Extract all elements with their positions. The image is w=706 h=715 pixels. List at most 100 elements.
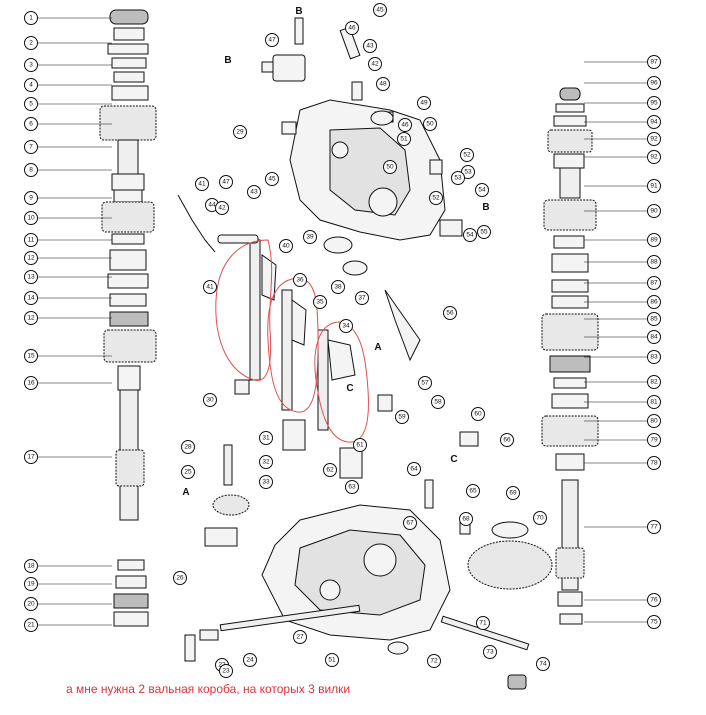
callout-left-8-label: 8 xyxy=(29,167,33,174)
callout-center-46: 23 xyxy=(219,664,233,678)
callout-center-38: 41 xyxy=(203,280,217,294)
callout-center-26-label: 68 xyxy=(462,516,470,523)
callout-left-16: 15 xyxy=(24,349,38,363)
callout-left-6: 6 xyxy=(24,117,38,131)
callout-left-9: 9 xyxy=(24,191,38,205)
section-letter-b-left: B xyxy=(224,55,231,66)
callout-right-5-label: 92 xyxy=(650,136,658,143)
callout-left-10: 10 xyxy=(24,211,38,225)
red-outline-fork-1 xyxy=(215,239,273,381)
callout-center-62: 52 xyxy=(429,191,443,205)
callout-right-18-label: 80 xyxy=(650,418,658,425)
callout-left-18-label: 17 xyxy=(27,454,35,461)
callout-center-39-label: 30 xyxy=(206,397,214,404)
callout-bubbles: 1234567891011121314121516171819202197969… xyxy=(24,3,661,678)
callout-right-23: 75 xyxy=(647,615,661,629)
callout-left-11: 11 xyxy=(24,233,38,247)
callout-left-17: 16 xyxy=(24,376,38,390)
callout-right-16-label: 82 xyxy=(650,379,658,386)
callout-center-32: 74 xyxy=(536,657,550,671)
callout-center-15: 57 xyxy=(418,376,432,390)
callout-center-64-label: 54 xyxy=(466,232,474,239)
callout-center-11: 53 xyxy=(461,165,475,179)
red-outline-fork-2 xyxy=(267,277,319,413)
callout-right-5: 92 xyxy=(647,132,661,146)
callout-center-41: 32 xyxy=(259,455,273,469)
callout-left-12-label: 12 xyxy=(27,255,35,262)
callout-center-25-label: 67 xyxy=(406,520,414,527)
callout-left-6-label: 6 xyxy=(29,121,33,128)
annotation-note: а мне нужна 2 вальная короба, на которых… xyxy=(66,682,351,696)
callout-center-23: 65 xyxy=(466,484,480,498)
callout-center-40-label: 31 xyxy=(262,435,270,442)
callout-center-33-label: 36 xyxy=(296,277,304,284)
callout-center-20-label: 62 xyxy=(326,467,334,474)
callout-right-16: 82 xyxy=(647,375,661,389)
callout-right-20-label: 78 xyxy=(650,460,658,467)
callout-right-9: 89 xyxy=(647,233,661,247)
callout-center-23-label: 65 xyxy=(469,488,477,495)
callout-center-58-label: 45 xyxy=(268,176,276,183)
callout-center-41-label: 32 xyxy=(262,459,270,466)
callout-center-56-label: 42 xyxy=(218,205,226,212)
callout-left-7-label: 7 xyxy=(29,144,33,151)
callout-center-44-label: 35 xyxy=(316,299,324,306)
callout-center-15-label: 57 xyxy=(421,380,429,387)
callout-center-51-label: 28 xyxy=(184,444,192,451)
callout-right-7-label: 91 xyxy=(650,183,658,190)
callout-left-19: 18 xyxy=(24,559,38,573)
callout-center-58: 45 xyxy=(265,172,279,186)
callout-center-60-label: 50 xyxy=(386,164,394,171)
callout-center-61: 51 xyxy=(325,653,339,667)
callout-center-11-label: 53 xyxy=(464,169,472,176)
callout-center-47: 24 xyxy=(243,653,257,667)
callout-left-22-label: 21 xyxy=(27,622,35,629)
callout-center-59: 46 xyxy=(398,118,412,132)
callout-right-14-label: 84 xyxy=(650,334,658,341)
callout-center-38-label: 41 xyxy=(206,284,214,291)
callout-left-13-label: 13 xyxy=(27,274,35,281)
callout-center-16-label: 58 xyxy=(434,399,442,406)
callout-center-40: 31 xyxy=(259,431,273,445)
callout-right-19-label: 79 xyxy=(650,437,658,444)
callout-center-9-label: 51 xyxy=(400,136,408,143)
callout-right-10-label: 88 xyxy=(650,259,658,266)
callout-left-13: 13 xyxy=(24,270,38,284)
callout-center-12: 54 xyxy=(475,183,489,197)
callout-center-6: 48 xyxy=(376,77,390,91)
callout-right-18: 80 xyxy=(647,414,661,428)
callout-center-4: 43 xyxy=(363,39,377,53)
callout-center-17-label: 59 xyxy=(398,414,406,421)
callout-center-59-label: 46 xyxy=(401,122,409,129)
callout-center-63-label: 53 xyxy=(454,175,462,182)
callout-right-10: 88 xyxy=(647,255,661,269)
callout-center-57-label: 43 xyxy=(250,189,258,196)
callout-right-11: 87 xyxy=(647,276,661,290)
section-letter-c-right: C xyxy=(450,454,457,465)
callout-center-27-label: 69 xyxy=(509,490,517,497)
callout-center-12-label: 54 xyxy=(478,187,486,194)
callout-center-8-label: 50 xyxy=(426,121,434,128)
callout-center-25: 67 xyxy=(403,516,417,530)
callout-right-7: 91 xyxy=(647,179,661,193)
callout-left-9-label: 9 xyxy=(29,195,33,202)
callout-center-55-label: 41 xyxy=(198,181,206,188)
callout-center-8: 50 xyxy=(423,117,437,131)
callout-left-4-label: 4 xyxy=(29,82,33,89)
callout-left-5: 5 xyxy=(24,97,38,111)
callout-left-17-label: 16 xyxy=(27,380,35,387)
callout-center-7: 49 xyxy=(417,96,431,110)
callout-center-35-label: 38 xyxy=(334,284,342,291)
callout-right-23-label: 75 xyxy=(650,619,658,626)
callout-center-10: 52 xyxy=(460,148,474,162)
callout-center-46-label: 23 xyxy=(222,668,230,675)
shift-rods xyxy=(249,239,363,479)
callout-right-8-label: 90 xyxy=(650,208,658,215)
callout-right-3: 95 xyxy=(647,96,661,110)
callout-center-33: 36 xyxy=(293,273,307,287)
callout-center-50-label: 27 xyxy=(296,634,304,641)
callout-center-13: 55 xyxy=(477,225,491,239)
callout-center-39: 30 xyxy=(203,393,217,407)
callout-right-1: 97 xyxy=(647,55,661,69)
callout-left-3: 3 xyxy=(24,58,38,72)
